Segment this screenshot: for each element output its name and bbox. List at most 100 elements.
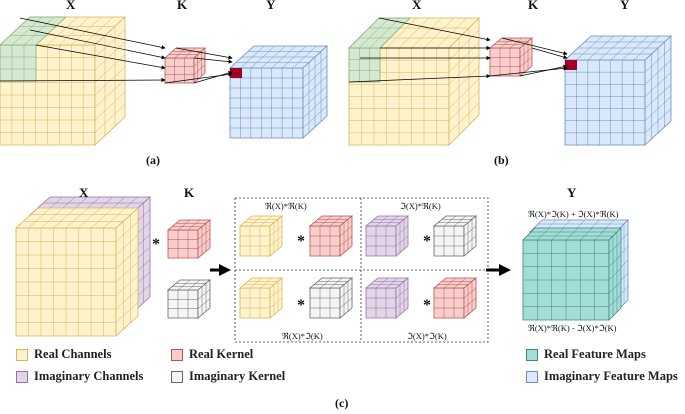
grid-line [115,302,139,323]
product-cubes [238,215,478,319]
grid-line [302,95,328,119]
cube-front-face [433,287,465,319]
panel-b-x-label: X [412,0,422,12]
grid-line [448,42,480,73]
cube-front-face [239,225,271,257]
grid-line [184,47,196,59]
panel-b-y-label: Y [620,0,630,12]
grid-line [197,289,211,300]
conv-star-c: * [152,236,160,253]
grid-line [94,104,126,133]
panel-a [0,16,329,146]
grid-line [463,235,477,247]
grid-line [398,17,430,49]
grid-line [187,219,201,231]
legend-imag-maps-label: Imaginary Feature Maps [544,369,678,383]
grid-line [423,17,455,49]
grid-line [565,227,579,241]
grid-line [463,297,477,309]
grid-line [644,72,672,97]
legend-imag-kernel-label: Imaginary Kernel [189,369,286,383]
panel-b-caption: (b) [494,153,509,167]
grid-line [359,17,390,49]
grid-line [115,261,139,283]
panel-a-caption: (a) [146,153,160,167]
grid-line [319,277,333,289]
output-label-bottom: ℜ(X)*ℜ(K) - ℑ(X)*ℑ(K) [528,323,617,333]
projection-arrow [164,72,233,84]
legend-imag-channels: Imaginary Channels [16,369,143,384]
grid-line [193,56,206,67]
panel-c [14,196,629,343]
grid-line [608,241,622,254]
projection-arrow [193,57,233,64]
projection-arrow [193,70,233,84]
highlight-front [348,47,381,83]
legend-imag-kernel: Imaginary Kernel [171,369,285,384]
grid-line [443,277,457,289]
output-cube-y-a [228,45,329,139]
cube-front-face [365,287,397,319]
grid-line [197,238,211,249]
grid-line [644,108,672,134]
grid-line [519,47,533,58]
grid-line [94,79,126,108]
grid-line [71,16,102,46]
grid-line [269,287,283,299]
cube-front-face [489,47,521,77]
grid-line [302,85,328,109]
cube-front-face [167,229,199,259]
grid-line [448,54,480,85]
connection-arrows-b [348,17,568,83]
grid-line [594,227,607,241]
grid-line [339,297,353,309]
grid-line [385,215,399,227]
grid-line [329,277,343,289]
projection-arrow [0,77,166,83]
grid-line [608,267,622,281]
grid-line [115,221,139,242]
grid-line [395,225,409,237]
grid-line [537,227,550,241]
cube-front-face [229,67,304,139]
projection-arrow [175,47,233,60]
grid-line [94,29,126,58]
grid-line [448,78,480,109]
grid-line [448,66,480,97]
complex-input-cube [14,196,152,337]
grid-line [644,47,672,73]
grid-line [453,277,467,289]
grid-line [302,75,328,99]
grid-line [40,207,64,229]
conv-star-tl: * [297,233,305,250]
legend-real-kernel-label: Real Kernel [189,347,254,361]
grid-line [269,235,283,247]
panel-b-k-label: K [528,0,539,12]
connection-arrows-a [0,17,233,84]
grid-line [103,207,126,229]
conv-star-tr: * [423,233,431,250]
grid-line [329,215,343,227]
grid-line [395,297,409,309]
grid-line [375,215,389,227]
grid-line [375,277,389,289]
grid-line [443,215,457,227]
panel-c-caption: (c) [335,396,349,410]
grid-line [269,225,283,237]
product-label-top-left: ℜ(X)*ℜ(K) [265,201,307,211]
grid-line [463,287,477,299]
conv-star-br: * [423,297,431,314]
grid-line [339,287,353,299]
grid-line [395,287,409,299]
grid-line [193,64,206,75]
grid-line [509,37,523,49]
grid-line [28,207,51,229]
grid-line [94,54,126,83]
output-pixel [565,60,577,70]
product-label-top-right: ℑ(X)*ℜ(K) [400,201,441,211]
panel-a-y-label: Y [266,0,276,12]
panel-b [348,17,673,146]
grid-line [411,17,442,49]
output-pixel [230,68,242,78]
grid-line [436,17,467,49]
